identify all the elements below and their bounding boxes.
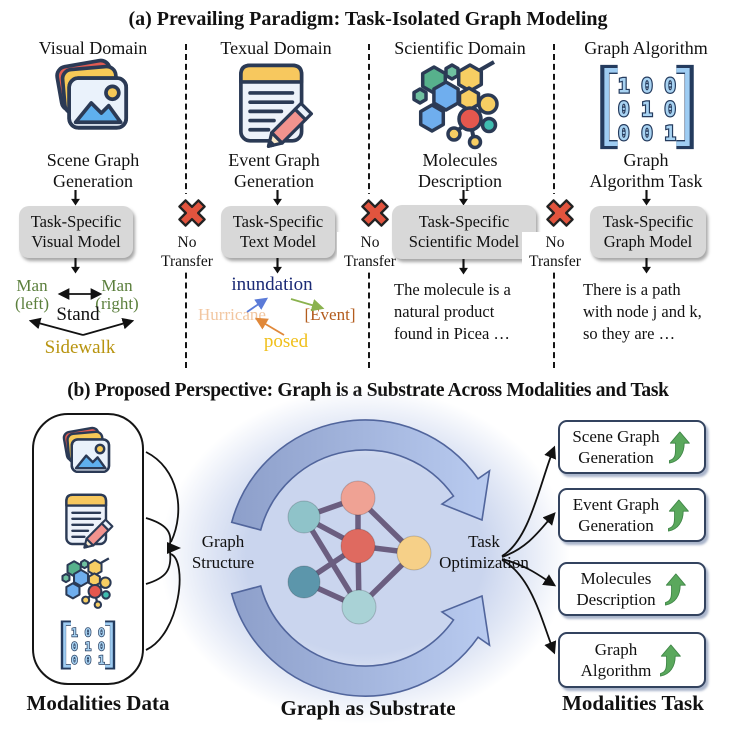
model-box-text: Task-Specific Text Model: [221, 206, 335, 258]
flow-down-arrow-icon: [639, 258, 654, 274]
domain-label-visual: Visual Domain: [38, 38, 148, 58]
task-box-scene-graph: Scene Graph Generation: [558, 420, 706, 474]
task-box-label: Molecules Description: [576, 569, 656, 609]
task-box-graph-algorithm: Graph Algorithm: [558, 632, 706, 688]
no-transfer-label: No Transfer: [522, 232, 588, 272]
images-icon: [48, 56, 140, 148]
task-box-molecules: Molecules Description: [558, 562, 706, 616]
flow-down-arrow-icon: [456, 190, 471, 206]
molecule-icon: [57, 556, 119, 614]
scene-node-man-left: Man (left): [15, 276, 49, 313]
flow-down-arrow-icon: [639, 190, 654, 206]
task-box-label: Graph Algorithm: [580, 640, 652, 680]
improvement-up-arrow-icon: [662, 573, 688, 606]
graph-node: [287, 565, 321, 599]
modalities-data-container: [32, 413, 144, 685]
task-label-graph-algorithm: Graph Algorithm Task: [589, 150, 703, 191]
no-transfer-x-icon: [541, 194, 579, 232]
scene-node-sidewalk: Sidewalk: [44, 337, 116, 358]
no-transfer-marker: No Transfer: [522, 194, 588, 272]
graph-nodes: [287, 480, 432, 625]
graph-structure-label: Graph Structure: [191, 532, 255, 572]
flow-down-arrow-icon: [68, 190, 83, 206]
modalities-to-structure-arrows: [145, 451, 181, 651]
molecule-icon: [404, 58, 512, 158]
improvement-up-arrow-icon: [666, 431, 692, 464]
task-label-molecules: Molecules Description: [418, 150, 502, 191]
modalities-task-label: Modalities Task: [562, 691, 704, 715]
notepad-icon: [228, 56, 320, 152]
notepad-icon: [58, 488, 118, 552]
event-node-posed: posed: [263, 331, 309, 352]
modalities-data-label: Modalities Data: [26, 691, 170, 715]
graph-as-substrate-label: Graph as Substrate: [280, 696, 456, 720]
substrate-diagram: [145, 390, 570, 724]
scene-graph-arrows: [28, 288, 135, 336]
task-box-event-graph: Event Graph Generation: [558, 488, 706, 542]
task-optimization-label: Task Optimization: [439, 532, 529, 572]
graph-node: [340, 480, 376, 516]
improvement-up-arrow-icon: [657, 644, 683, 677]
event-graph-arrows: [246, 297, 325, 336]
graph-task-text: There is a path with node j and k, so th…: [583, 280, 702, 343]
structure-arrowhead: [167, 542, 181, 554]
optimization-to-task-arrows: [501, 445, 557, 655]
no-transfer-x-icon: [173, 194, 211, 232]
images-icon: [56, 425, 120, 485]
matrix-icon: [592, 60, 702, 154]
no-transfer-marker: No Transfer: [154, 194, 220, 272]
cycle-arrow-top: [230, 419, 491, 531]
graph-node: [287, 500, 321, 534]
task-box-label: Scene Graph Generation: [572, 427, 660, 467]
task-label-scene-graph: Scene Graph Generation: [46, 150, 140, 191]
graph-node: [341, 589, 377, 625]
cycle-arrow-bottom: [230, 585, 491, 697]
matrix-icon: [56, 617, 120, 673]
graph-node: [396, 535, 432, 571]
model-box-graph: Task-Specific Graph Model: [590, 206, 706, 258]
panel-a-title: (a) Prevailing Paradigm: Task-Isolated G…: [128, 8, 608, 30]
domain-label-scientific: Scientific Domain: [394, 38, 526, 58]
molecule-description-text: The molecule is a natural product found …: [394, 280, 511, 343]
scene-edge-stand: Stand: [56, 304, 100, 325]
scene-node-man-right: Man (right): [95, 276, 139, 313]
flow-down-arrow-icon: [456, 259, 471, 275]
improvement-up-arrow-icon: [665, 499, 691, 532]
flow-down-arrow-icon: [270, 190, 285, 206]
model-box-visual: Task-Specific Visual Model: [19, 206, 133, 258]
model-box-scientific: Task-Specific Scientific Model: [392, 205, 536, 259]
graph-node: [340, 528, 376, 564]
domain-label-texual: Texual Domain: [220, 38, 332, 58]
no-transfer-marker: No Transfer: [337, 194, 403, 272]
task-label-event-graph: Event Graph Generation: [228, 150, 320, 191]
no-transfer-label: No Transfer: [154, 232, 220, 272]
no-transfer-x-icon: [356, 194, 394, 232]
event-node-inundation: inundation: [231, 274, 313, 295]
domain-label-graph-algorithm: Graph Algorithm: [584, 38, 708, 58]
task-box-label: Event Graph Generation: [572, 495, 660, 535]
